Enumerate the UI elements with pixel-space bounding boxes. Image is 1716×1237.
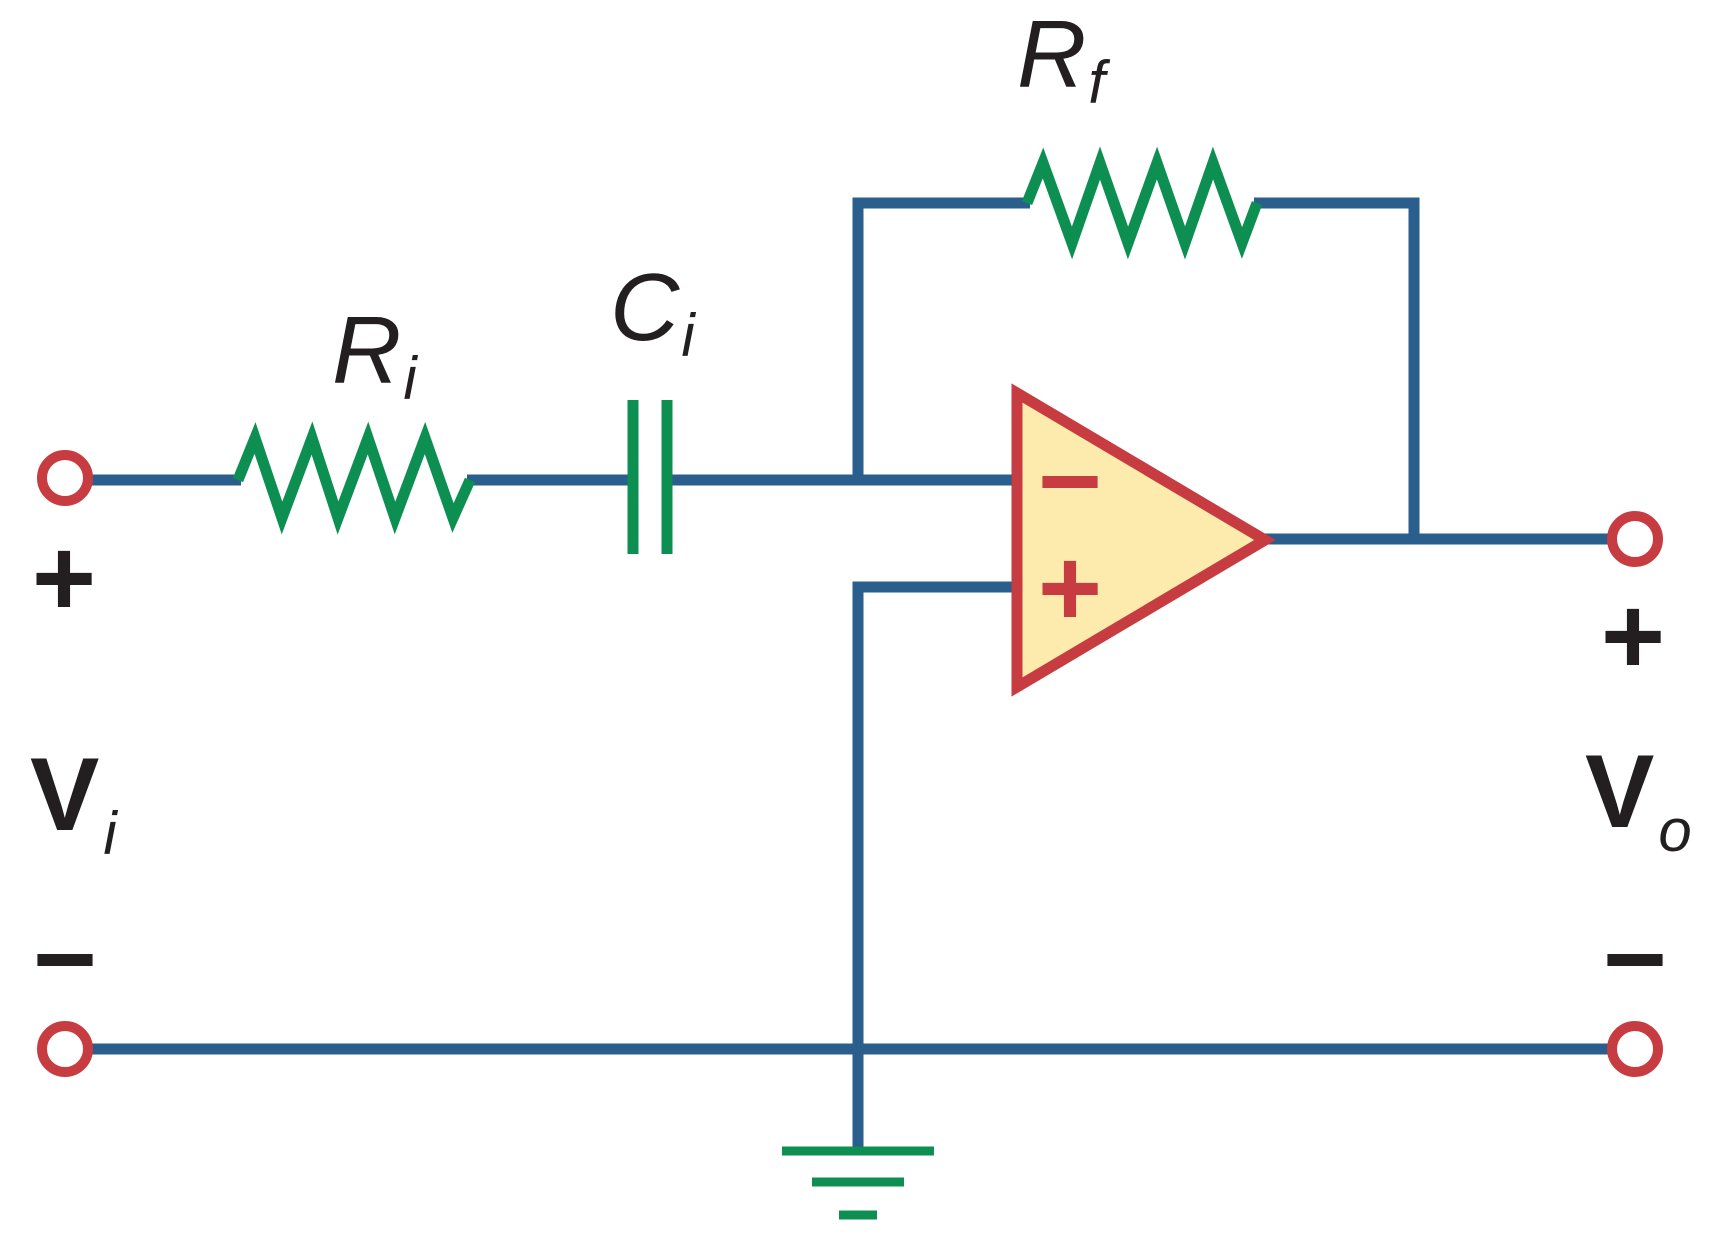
opamp-icon <box>1011 383 1276 697</box>
opamp-noninverting-sign: + <box>1038 527 1102 650</box>
label-output-voltage: Vo <box>1585 734 1692 864</box>
output-terminal-top <box>1607 511 1663 567</box>
label-ri-sub: i <box>403 345 418 412</box>
label-ci-sub: i <box>681 302 696 369</box>
wire-feedback-left <box>852 197 1030 480</box>
input-terminal-top <box>37 450 93 506</box>
label-rf-main: R <box>1017 1 1086 108</box>
label-input-voltage: Vi <box>30 737 118 867</box>
resistor-rf-icon <box>1021 146 1263 260</box>
ground-icon <box>782 1146 934 1220</box>
label-feedback-resistor: Rf <box>1017 1 1110 116</box>
output-terminal-bottom <box>1607 1021 1663 1077</box>
wire-feedback-right <box>1254 197 1420 539</box>
wire-noninverting-to-ground <box>852 581 1017 1148</box>
label-rf-sub: f <box>1088 49 1110 116</box>
output-plus-sign: + <box>1601 575 1665 698</box>
label-vo-main: V <box>1585 734 1654 850</box>
label-input-capacitor: Ci <box>610 254 696 369</box>
label-ri-main: R <box>332 297 401 404</box>
label-vo-sub: o <box>1658 797 1691 864</box>
output-minus-sign: − <box>1603 898 1667 1021</box>
label-vi-main: V <box>30 737 99 853</box>
input-plus-sign: + <box>32 517 96 640</box>
input-terminal-bottom <box>37 1021 93 1077</box>
label-vi-sub: i <box>103 800 118 867</box>
capacitor-ci-icon <box>627 400 673 554</box>
input-minus-sign: − <box>33 898 97 1021</box>
resistor-ri-icon <box>232 421 476 535</box>
opamp-inverting-sign: − <box>1038 420 1102 543</box>
label-input-resistor: Ri <box>332 297 418 412</box>
label-ci-main: C <box>610 254 680 361</box>
